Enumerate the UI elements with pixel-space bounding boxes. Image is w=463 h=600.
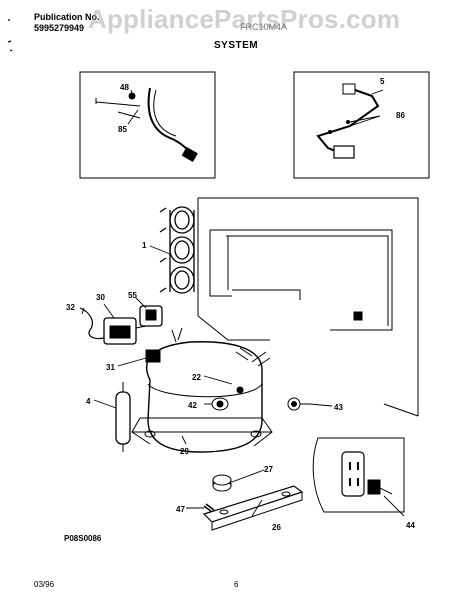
inset-box-wiring bbox=[79, 71, 216, 179]
callout-48: 48 bbox=[120, 83, 129, 92]
capacitor-part bbox=[139, 305, 163, 327]
relay-part bbox=[103, 317, 147, 345]
screw-part bbox=[203, 503, 215, 513]
mounting-bracket bbox=[202, 485, 304, 531]
leader-lines bbox=[81, 89, 405, 517]
grommet-part bbox=[212, 474, 232, 492]
callout-32: 32 bbox=[66, 303, 75, 312]
callout-22: 22 bbox=[192, 373, 201, 382]
compressor bbox=[131, 327, 273, 453]
callout-86: 86 bbox=[396, 111, 405, 120]
callout-47: 47 bbox=[176, 505, 185, 514]
callout-85: 85 bbox=[118, 125, 127, 134]
connector-part bbox=[145, 349, 161, 363]
footer-date: 03/96 bbox=[34, 580, 55, 589]
diagram-code: P08S0086 bbox=[64, 534, 102, 543]
callout-55: 55 bbox=[128, 291, 137, 300]
watermark: AppliancePartsPros.com bbox=[88, 4, 401, 34]
cabinet-outline bbox=[197, 197, 419, 417]
wire-part bbox=[79, 307, 105, 340]
publication-number: 5995279949 bbox=[34, 23, 85, 33]
outlet-inset bbox=[312, 437, 405, 513]
clamp-part bbox=[287, 397, 310, 411]
condenser-coil bbox=[159, 206, 195, 294]
callout-27: 27 bbox=[264, 465, 273, 474]
callout-26: 26 bbox=[272, 523, 281, 532]
callout-1: 1 bbox=[142, 241, 147, 250]
inset-box-harness bbox=[293, 71, 430, 179]
section-title: SYSTEM bbox=[214, 40, 259, 51]
callout-43: 43 bbox=[334, 403, 343, 412]
callout-5: 5 bbox=[380, 77, 385, 86]
callout-31: 31 bbox=[106, 363, 115, 372]
callout-42: 42 bbox=[188, 401, 197, 410]
drier-part bbox=[115, 382, 131, 452]
wire-harness-drawing bbox=[95, 87, 198, 163]
callout-30: 30 bbox=[96, 293, 105, 302]
callout-4: 4 bbox=[86, 397, 91, 406]
publication-label: Publication No. bbox=[34, 12, 100, 22]
harness-drawing bbox=[316, 83, 380, 159]
model-number: FRC10M4A bbox=[240, 22, 288, 32]
callout-44: 44 bbox=[406, 521, 415, 530]
page-number: 6 bbox=[234, 580, 239, 589]
corner-marks bbox=[7, 19, 13, 52]
callout-29: 29 bbox=[180, 447, 189, 456]
